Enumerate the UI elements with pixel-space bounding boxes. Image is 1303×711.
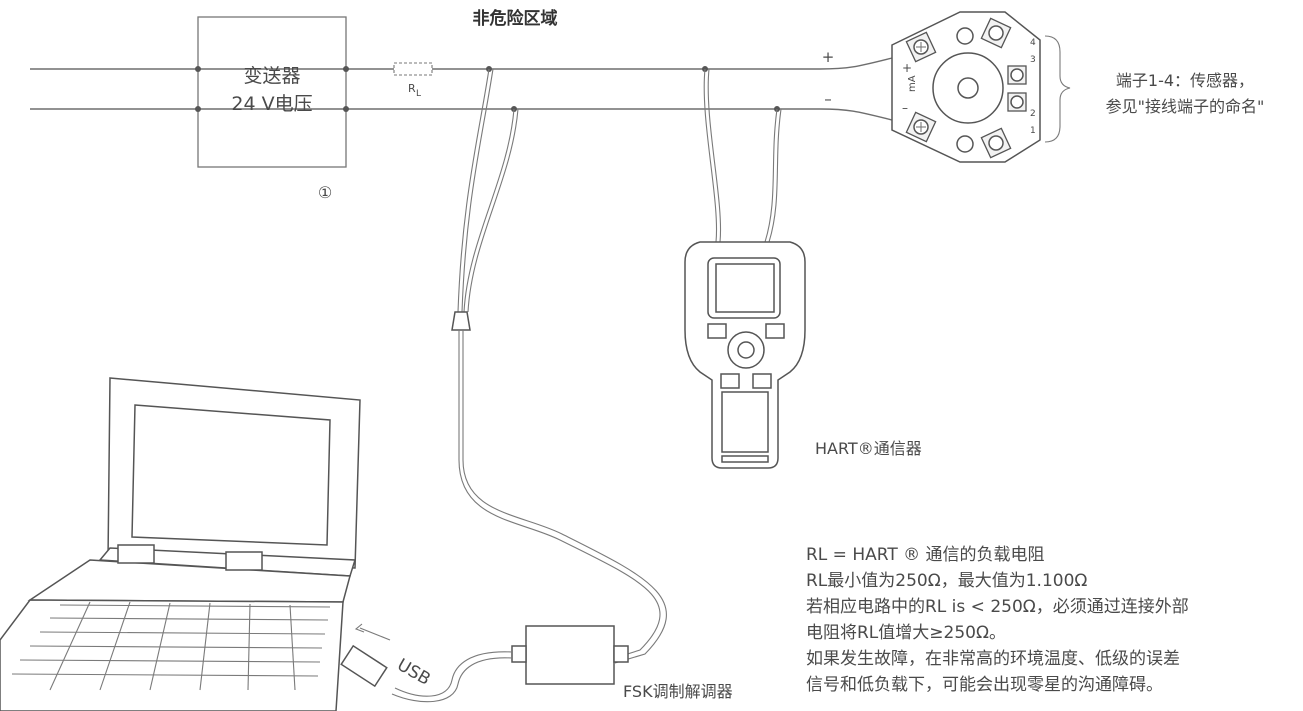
usb-label: USB bbox=[394, 655, 434, 690]
hart-communicator: HART®通信器 bbox=[684, 241, 922, 469]
head-num-1: 1 bbox=[1030, 126, 1036, 136]
note-line-6: 信号和低负载下，可能会出现零星的沟通障碍。 bbox=[806, 675, 1163, 695]
resistor-label: R bbox=[408, 82, 416, 95]
note-line-1: RL = HART ® 通信的负载电阻 bbox=[806, 545, 1045, 565]
non-hazardous-area-title: 非危险区域 bbox=[473, 8, 558, 29]
head-transmitter: + – mA 1 2 3 4 bbox=[891, 11, 1041, 163]
transmitter-label: 变送器 bbox=[243, 65, 300, 87]
fsk-modem-label: FSK调制解调器 bbox=[623, 682, 733, 701]
hart-communicator-label: HART®通信器 bbox=[815, 439, 922, 458]
note-line-3: 若相应电路中的RL is < 250Ω，必须通过连接外部 bbox=[806, 597, 1189, 617]
laptop bbox=[0, 377, 361, 711]
head-minus: – bbox=[902, 101, 908, 115]
head-num-4: 4 bbox=[1030, 38, 1036, 48]
sensor-note-line1: 端子1-4：传感器， bbox=[1116, 71, 1254, 90]
plus-label: + bbox=[822, 48, 835, 66]
fsk-modem: FSK调制解调器 bbox=[511, 625, 733, 701]
note-line-2: RL最小值为250Ω，最大值为1.100Ω bbox=[806, 571, 1087, 591]
laptop-keyboard bbox=[11, 601, 331, 691]
supply-lines bbox=[30, 57, 893, 121]
minus-label: – bbox=[824, 90, 832, 108]
note-line-4: 电阻将RL值增大≥250Ω。 bbox=[806, 623, 1006, 643]
resistor-subscript: L bbox=[416, 89, 421, 99]
head-plus: + bbox=[902, 61, 912, 75]
load-resistor: R L bbox=[393, 62, 433, 99]
rl-notes: RL = HART ® 通信的负载电阻 RL最小值为250Ω，最大值为1.100… bbox=[806, 545, 1189, 695]
marker-1: ① bbox=[318, 183, 332, 202]
voltage-label: 24 V电压 bbox=[231, 93, 312, 115]
sensor-brace bbox=[1044, 35, 1071, 143]
head-ma: mA bbox=[907, 75, 918, 92]
head-num-2: 2 bbox=[1030, 109, 1036, 119]
head-num-3: 3 bbox=[1030, 55, 1036, 65]
sensor-note-line2: 参见"接线端子的命名" bbox=[1106, 97, 1265, 116]
usb-cable: USB bbox=[340, 623, 513, 703]
note-line-5: 如果发生故障，在非常高的环境温度、低级的误差 bbox=[806, 649, 1180, 669]
terminal-screws bbox=[905, 17, 1027, 159]
transmitter-power-supply: 变送器 24 V电压 ① bbox=[195, 16, 349, 202]
hart-cable bbox=[703, 68, 782, 243]
modem-cable bbox=[451, 68, 667, 664]
